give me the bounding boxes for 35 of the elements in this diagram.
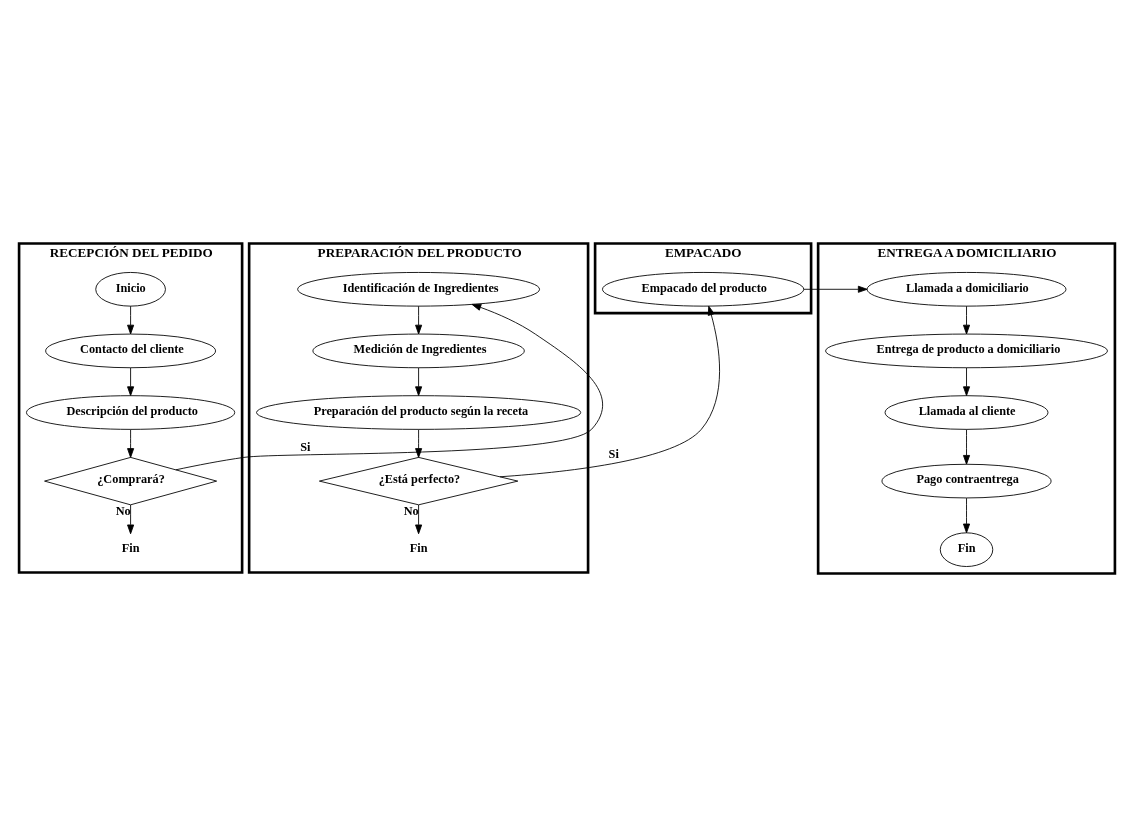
arrow — [963, 305, 971, 334]
arrow — [415, 366, 423, 396]
edge-label: No — [403, 503, 419, 518]
arrow — [415, 305, 423, 334]
arrow — [127, 366, 135, 396]
arrow — [963, 366, 971, 396]
node-ellipse: Contacto del cliente — [45, 333, 216, 368]
node-diamond: ¿Está perfecto? — [318, 456, 519, 505]
node-ellipse: Identificación de Ingredientes — [297, 271, 541, 307]
node-ellipse: Fin — [939, 531, 994, 567]
node-ellipse: Preparación del producto según la receta — [256, 394, 582, 430]
arrow — [803, 285, 868, 293]
node-ellipse: Inicio — [95, 271, 166, 307]
node-ellipse: Llamada a domiciliario — [866, 271, 1067, 307]
node-ellipse: Descripción del producto — [26, 394, 236, 430]
node-ellipse: Llamada al cliente — [884, 394, 1049, 430]
arrow — [963, 497, 971, 533]
arrow — [127, 305, 135, 334]
edge-label: No — [115, 503, 131, 518]
node-ellipse: Empacado del producto — [602, 271, 805, 307]
edge-label: Si — [608, 446, 619, 461]
arrow — [127, 428, 135, 458]
arrow — [175, 303, 603, 470]
arrow — [963, 428, 971, 465]
node-ellipse: Medición de Ingredientes — [312, 333, 525, 368]
node-ellipse: Entrega de producto a domiciliario — [825, 333, 1108, 368]
node-text: Fin — [121, 540, 140, 555]
arrow — [415, 428, 423, 458]
node-text: Fin — [409, 540, 428, 555]
arrow — [415, 504, 423, 534]
node-diamond: ¿Comprará? — [44, 456, 218, 505]
arrow — [127, 504, 135, 534]
node-ellipse: Pago contraentrega — [881, 463, 1052, 498]
edge-label: Si — [300, 439, 311, 454]
arrow — [499, 305, 720, 477]
